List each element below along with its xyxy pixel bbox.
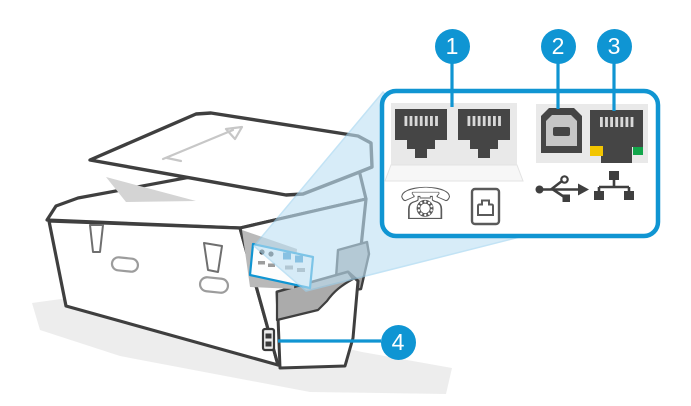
fax-phone-plate (384, 103, 524, 182)
callout-2-number: 2 (551, 32, 565, 59)
usb-b-port (541, 108, 582, 153)
callout-4-power-connector: 4 (380, 324, 416, 360)
ethernet-port (590, 110, 643, 163)
telephone-icon: ☏ (398, 179, 454, 230)
usb-icon (535, 175, 589, 202)
ethernet-network-icon (594, 171, 634, 200)
scanner-lid-details (161, 125, 244, 163)
callout-4-number: 4 (391, 328, 405, 355)
usb-ethernet-plate (536, 104, 648, 163)
power-connector (261, 327, 276, 352)
lid-gap-shadow (106, 177, 196, 202)
hinge-notch-right (203, 242, 223, 273)
callout-3-ethernet-port: 3 (596, 28, 632, 64)
hinge-notch-left (89, 224, 104, 253)
phone-wall-jack-icon (470, 187, 501, 226)
callout-1-number: 1 (445, 32, 459, 59)
latch-slot-right (198, 276, 230, 294)
callout-3-number: 3 (607, 32, 621, 59)
leader-lines (450, 63, 616, 111)
latch-slot-left (110, 256, 140, 273)
callout-1-fax-phone-ports: 1 (434, 28, 470, 64)
callout-2-usb-port: 2 (540, 28, 576, 64)
ethernet-led-green (633, 147, 643, 155)
ports-callout-card (379, 88, 661, 239)
ethernet-led-yellow (590, 146, 603, 156)
